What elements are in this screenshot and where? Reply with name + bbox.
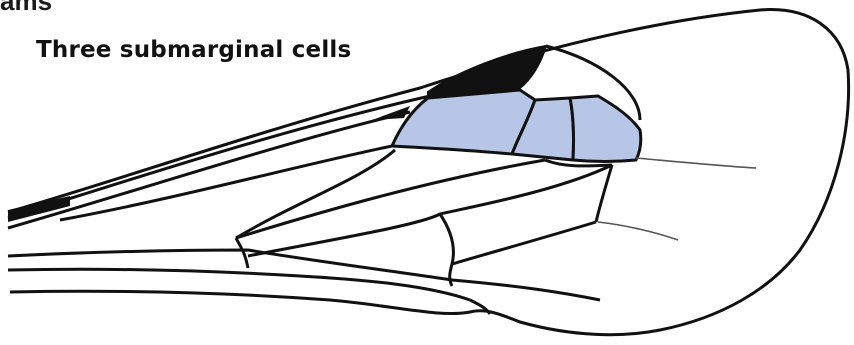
cubitus-vein (248, 165, 612, 256)
subcosta-vein (8, 112, 410, 228)
posterior-vein (452, 222, 596, 264)
submarginal-cell-3 (570, 96, 641, 162)
pterostigma (428, 46, 546, 98)
wing-outline (8, 10, 849, 335)
cross-vein-1 (236, 238, 248, 268)
apical-vein-upper (636, 158, 756, 168)
cross-vein-2 (440, 214, 454, 286)
apical-vein-lower (598, 222, 678, 240)
second-recurrent-vein (596, 165, 612, 222)
